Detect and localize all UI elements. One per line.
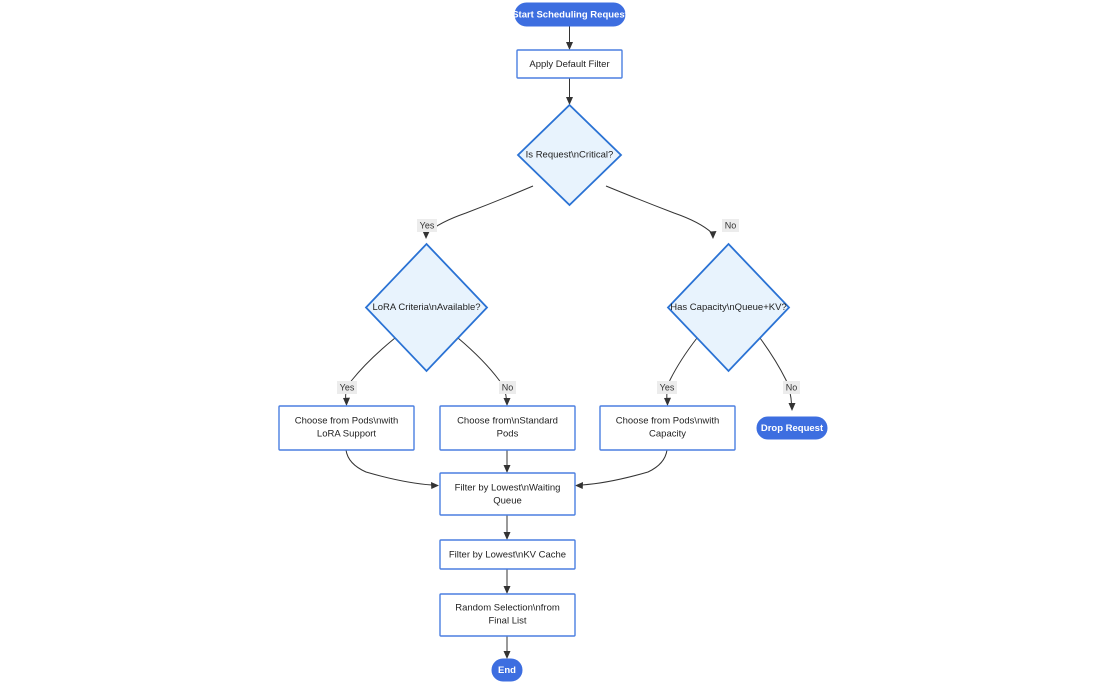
edge-lora-available-to-pods-lora xyxy=(343,337,396,406)
choose-standard-pods-label-line1: Choose from\nStandard xyxy=(457,416,558,427)
random-selection-shape[interactable] xyxy=(439,593,576,637)
filter-waiting-queue-label-line1: Filter by Lowest\nWaiting xyxy=(455,483,561,494)
edge-label-lora-yes-text: Yes xyxy=(340,382,355,392)
filter-kv-cache-label: Filter by Lowest\nKV Cache xyxy=(449,550,566,561)
drop-request-shape[interactable] xyxy=(756,416,828,440)
edge-apply-filter-to-is-critical xyxy=(566,78,573,105)
filter-kv-cache-shape[interactable] xyxy=(439,539,576,570)
node-layer: Start Scheduling Request Apply Default F… xyxy=(278,2,828,682)
filter-waiting-queue-label-line2: Queue xyxy=(493,496,522,507)
edge-label-capacity-yes-text: Yes xyxy=(660,382,675,392)
edge-label-capacity-yes: Yes xyxy=(657,381,677,394)
apply-default-filter-shape[interactable] xyxy=(516,49,623,79)
edge-is-critical-to-lora-available xyxy=(422,185,534,239)
is-request-critical-label: Is Request\nCritical? xyxy=(526,150,614,161)
node-end[interactable]: End xyxy=(491,658,523,682)
edge-random-selection-to-end xyxy=(503,636,511,659)
filter-waiting-queue-shape[interactable] xyxy=(439,472,576,516)
edge-label-critical-no-text: No xyxy=(725,220,737,230)
node-random-selection[interactable]: Random Selection\nfrom Final List xyxy=(439,593,576,637)
choose-pods-lora-label-line1: Choose from Pods\nwith xyxy=(295,416,399,427)
node-choose-standard-pods[interactable]: Choose from\nStandard Pods xyxy=(439,405,576,451)
edge-is-critical-to-has-capacity xyxy=(605,185,717,239)
lora-criteria-available-shape[interactable] xyxy=(364,242,489,373)
choose-pods-capacity-label-line2: Capacity xyxy=(649,429,686,440)
node-drop-request[interactable]: Drop Request xyxy=(756,416,828,440)
edge-lora-available-to-pods-standard xyxy=(457,337,511,406)
edge-label-lora-yes: Yes xyxy=(337,381,357,394)
edge-has-capacity-to-pods-capacity xyxy=(664,337,698,406)
start-node-label: Start Scheduling Request xyxy=(512,10,628,21)
node-filter-waiting-queue[interactable]: Filter by Lowest\nWaiting Queue xyxy=(439,472,576,516)
apply-default-filter-label: Apply Default Filter xyxy=(529,59,609,70)
edge-filter-queue-to-filter-kv xyxy=(503,515,511,540)
has-capacity-shape[interactable] xyxy=(666,242,791,373)
is-request-critical-shape[interactable] xyxy=(516,103,623,207)
edge-pods-capacity-to-filter-queue xyxy=(575,449,668,489)
end-node-shape[interactable] xyxy=(491,658,523,682)
edge-filter-kv-to-random-selection xyxy=(503,569,511,594)
node-lora-criteria-available[interactable]: LoRA Criteria\nAvailable? xyxy=(364,242,489,373)
node-choose-pods-lora[interactable]: Choose from Pods\nwith LoRA Support xyxy=(278,405,415,451)
edge-has-capacity-to-drop-request xyxy=(759,337,796,411)
edge-label-critical-yes: Yes xyxy=(417,219,437,232)
drop-request-label: Drop Request xyxy=(761,423,824,434)
has-capacity-label: Has Capacity\nQueue+KV? xyxy=(670,302,786,313)
edge-label-lora-no-text: No xyxy=(502,382,514,392)
choose-standard-pods-label-line2: Pods xyxy=(497,429,519,440)
edge-pods-lora-to-filter-queue xyxy=(345,449,439,489)
node-choose-pods-capacity[interactable]: Choose from Pods\nwith Capacity xyxy=(599,405,736,451)
edge-layer xyxy=(343,26,796,659)
lora-criteria-available-label: LoRA Criteria\nAvailable? xyxy=(372,302,480,313)
edge-pods-standard-to-filter-queue xyxy=(503,450,511,473)
choose-standard-pods-shape[interactable] xyxy=(439,405,576,451)
node-start[interactable]: Start Scheduling Request xyxy=(512,2,629,27)
random-selection-label-line2: Final List xyxy=(488,616,526,627)
edge-label-layer: Yes No Yes No Yes No xyxy=(337,219,800,394)
start-node-shape[interactable] xyxy=(514,2,626,27)
choose-pods-lora-label-line2: LoRA Support xyxy=(317,429,377,440)
choose-pods-capacity-label-line1: Choose from Pods\nwith xyxy=(616,416,720,427)
node-filter-kv-cache[interactable]: Filter by Lowest\nKV Cache xyxy=(439,539,576,570)
choose-pods-capacity-shape[interactable] xyxy=(599,405,736,451)
edge-start-to-apply-filter xyxy=(566,26,573,50)
edge-label-capacity-no: No xyxy=(783,381,800,394)
random-selection-label-line1: Random Selection\nfrom xyxy=(455,603,560,614)
end-node-label: End xyxy=(498,665,516,676)
edge-label-lora-no: No xyxy=(499,381,516,394)
edge-label-critical-no: No xyxy=(722,219,739,232)
edge-label-capacity-no-text: No xyxy=(786,382,798,392)
node-is-request-critical[interactable]: Is Request\nCritical? xyxy=(516,103,623,207)
edge-label-critical-yes-text: Yes xyxy=(420,220,435,230)
node-apply-default-filter[interactable]: Apply Default Filter xyxy=(516,49,623,79)
choose-pods-lora-shape[interactable] xyxy=(278,405,415,451)
node-has-capacity[interactable]: Has Capacity\nQueue+KV? xyxy=(666,242,791,373)
